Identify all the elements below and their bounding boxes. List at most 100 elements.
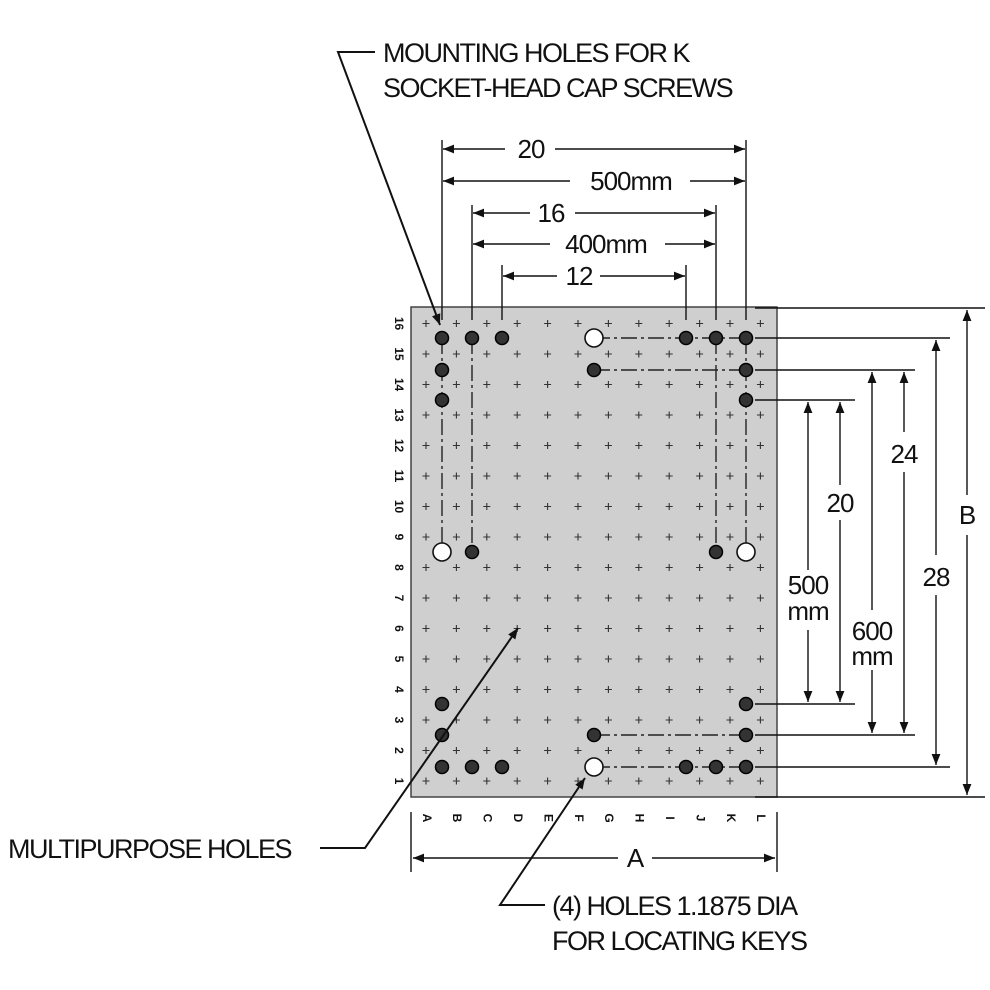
mounting-hole xyxy=(738,696,754,712)
row-label: 13 xyxy=(392,408,406,422)
row-label: 16 xyxy=(392,317,406,331)
multipurpose-hole xyxy=(726,411,734,419)
callout-leaders xyxy=(320,51,586,906)
multipurpose-hole xyxy=(604,594,612,602)
multipurpose-hole xyxy=(756,594,764,602)
mounting-hole xyxy=(464,759,480,775)
multipurpose-hole xyxy=(544,747,552,754)
multipurpose-hole xyxy=(665,686,673,693)
multipurpose-hole xyxy=(483,625,491,632)
multipurpose-hole xyxy=(483,747,491,754)
multipurpose-hole xyxy=(756,777,764,785)
multipurpose-hole xyxy=(726,716,734,724)
multipurpose-hole xyxy=(635,655,643,663)
multipurpose-hole xyxy=(422,472,430,480)
dim-right-28: 28 xyxy=(923,562,950,592)
multipurpose-hole xyxy=(756,472,764,480)
locating-holes-callout-line1: (4) HOLES 1.1875 DIA xyxy=(552,891,798,921)
multipurpose-hole xyxy=(696,503,704,510)
multipurpose-hole xyxy=(756,320,764,327)
multipurpose-hole xyxy=(665,777,673,785)
mounting-hole xyxy=(708,544,724,560)
right-dimensions: 500 mm 20 600 mm 24 28 B xyxy=(755,307,985,798)
multipurpose-hole xyxy=(422,716,430,724)
mounting-hole xyxy=(434,330,450,346)
multipurpose-hole xyxy=(452,442,460,449)
mounting-hole xyxy=(586,362,602,378)
multipurpose-hole xyxy=(604,564,612,571)
top-dimensions: 20 500mm 16 400mm 12 xyxy=(441,134,747,320)
multipurpose-hole xyxy=(665,594,673,602)
multipurpose-hole xyxy=(635,564,643,571)
dim-right-24: 24 xyxy=(891,439,918,469)
multipurpose-hole xyxy=(422,564,430,571)
multipurpose-hole xyxy=(544,381,552,388)
multipurpose-hole xyxy=(635,503,643,510)
multipurpose-hole xyxy=(574,411,582,419)
multipurpose-hole xyxy=(513,564,521,571)
locating-key-hole xyxy=(432,542,452,562)
multipurpose-hole xyxy=(726,381,734,388)
multipurpose-hole xyxy=(574,564,582,571)
multipurpose-hole xyxy=(635,442,643,449)
row-label: 12 xyxy=(392,439,406,453)
multipurpose-hole xyxy=(452,655,460,663)
multipurpose-hole xyxy=(422,747,430,754)
mounting-hole xyxy=(494,759,510,775)
multipurpose-hole xyxy=(483,777,491,785)
multipurpose-hole xyxy=(422,594,430,602)
multipurpose-hole xyxy=(635,777,643,785)
multipurpose-hole xyxy=(756,442,764,449)
multipurpose-hole xyxy=(544,716,552,724)
multipurpose-hole xyxy=(726,777,734,785)
dim-right-20: 20 xyxy=(827,488,854,518)
multipurpose-hole xyxy=(422,686,430,693)
multipurpose-hole-grid xyxy=(422,320,764,785)
multipurpose-hole xyxy=(756,686,764,693)
locating-key-hole xyxy=(584,328,604,348)
multipurpose-hole xyxy=(544,777,552,785)
multipurpose-hole xyxy=(635,747,643,754)
multipurpose-hole xyxy=(544,350,552,358)
multipurpose-hole xyxy=(544,533,552,541)
multipurpose-hole xyxy=(726,625,734,632)
multipurpose-hole xyxy=(513,716,521,724)
multipurpose-hole xyxy=(696,686,704,693)
multipurpose-hole xyxy=(696,533,704,541)
multipurpose-hole xyxy=(483,320,491,327)
multipurpose-hole xyxy=(483,716,491,724)
row-label: 15 xyxy=(392,347,406,361)
multipurpose-hole xyxy=(483,381,491,388)
multipurpose-hole xyxy=(696,472,704,480)
multipurpose-hole xyxy=(483,503,491,510)
multipurpose-hole xyxy=(422,777,430,785)
multipurpose-hole xyxy=(635,350,643,358)
multipurpose-hole xyxy=(483,350,491,358)
multipurpose-hole xyxy=(544,686,552,693)
multipurpose-hole xyxy=(574,442,582,449)
mounting-hole xyxy=(678,759,694,775)
column-label: E xyxy=(541,814,555,822)
multipurpose-hole xyxy=(513,747,521,754)
multipurpose-hole xyxy=(574,747,582,754)
multipurpose-hole xyxy=(726,320,734,327)
multipurpose-hole xyxy=(665,716,673,724)
multipurpose-hole xyxy=(665,472,673,480)
multipurpose-hole xyxy=(574,503,582,510)
multipurpose-hole xyxy=(726,442,734,449)
dim-top-400mm: 400mm xyxy=(565,229,647,259)
multipurpose-hole xyxy=(422,625,430,632)
multipurpose-hole xyxy=(574,533,582,541)
multipurpose-hole xyxy=(422,442,430,449)
multipurpose-hole xyxy=(574,594,582,602)
multipurpose-hole xyxy=(756,503,764,510)
multipurpose-hole xyxy=(635,625,643,632)
multipurpose-hole xyxy=(452,533,460,541)
multipurpose-hole xyxy=(665,442,673,449)
mounting-hole xyxy=(738,330,754,346)
column-label: F xyxy=(572,814,586,821)
multipurpose-hole xyxy=(422,411,430,419)
multipurpose-hole xyxy=(544,503,552,510)
multipurpose-hole xyxy=(483,686,491,693)
